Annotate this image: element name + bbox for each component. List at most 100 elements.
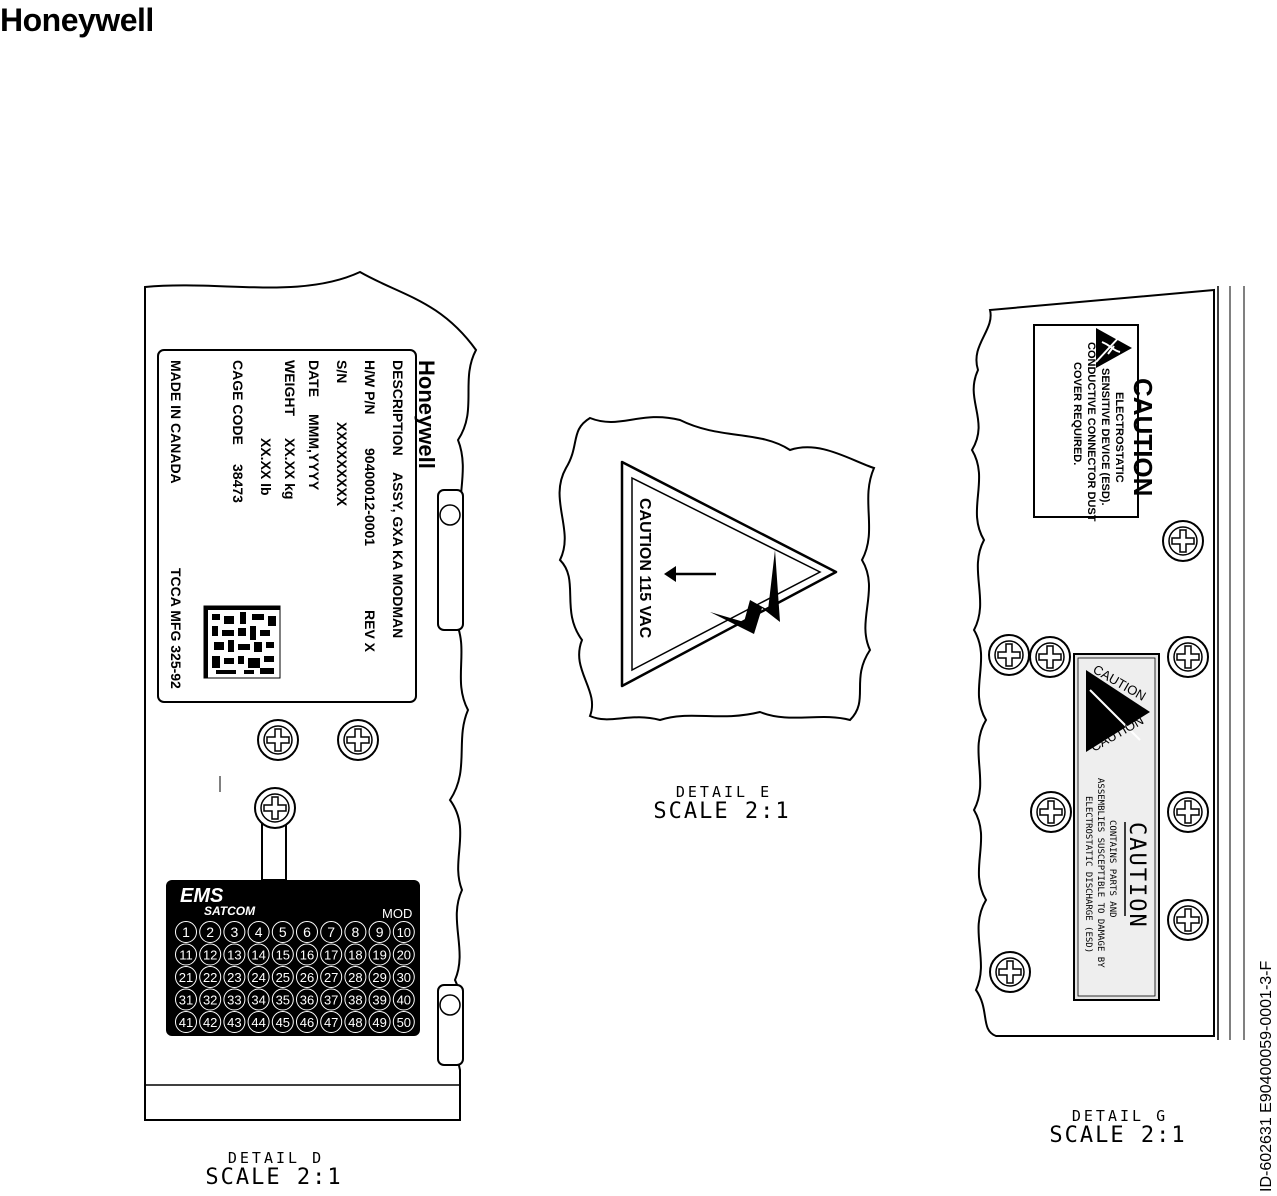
mod-number: 46 (300, 1015, 314, 1030)
mod-number: 35 (276, 993, 290, 1008)
mod-number: 30 (397, 970, 411, 985)
detail-d-caption: DETAIL D (228, 1149, 324, 1167)
mod-number: 22 (203, 970, 217, 985)
mod-number-circle (223, 921, 246, 943)
mod-number-circle (320, 943, 343, 966)
mod-number-circle (271, 1011, 294, 1033)
mod-number: 1 (182, 924, 190, 940)
mod-number-circle (296, 1011, 318, 1033)
label-row-value: MMM,YYYY (306, 414, 322, 491)
mod-number: 49 (372, 1015, 386, 1030)
mod-number-circle (296, 943, 318, 966)
mod-number-circle (392, 921, 415, 943)
mod-number-circle (344, 943, 367, 966)
mod-number: 2 (206, 924, 214, 940)
label2-line: ASSEMBLIES SUSCEPTIBLE TO DAMAGE BY (1095, 778, 1105, 968)
mod-number-circle (368, 988, 391, 1011)
mod-number-circle (368, 921, 391, 943)
mod-number-circle (247, 988, 270, 1011)
mod-number: 41 (179, 1015, 193, 1030)
screw-icon (1162, 520, 1204, 562)
mod-number: 28 (348, 970, 362, 985)
mod-number: 39 (372, 993, 386, 1008)
mod-number: 16 (300, 948, 314, 963)
mod-number: 10 (397, 925, 411, 940)
mod-number: 5 (279, 924, 287, 940)
mod-number: 37 (324, 993, 338, 1008)
mod-number-circle (368, 966, 391, 988)
mod-number: 48 (348, 1015, 362, 1030)
label1-line: CONDUCTIVE CONNECTOR DUST (1085, 342, 1097, 522)
mod-number: 4 (255, 924, 263, 940)
screw-icon (1030, 791, 1072, 833)
mod-plate-sub: SATCOM (204, 904, 256, 918)
mod-number-circle (392, 943, 415, 966)
label-row-key: CAGE CODE (230, 360, 246, 445)
label-row-value: ASSY, GXA KA MODMAN (390, 472, 406, 638)
label2-title: CAUTION (1124, 822, 1149, 929)
label-row-key: WEIGHT (282, 360, 298, 416)
mod-number: 19 (372, 948, 386, 963)
mod-number-circle (199, 988, 222, 1011)
label-tcca: TCCA MFG 325-92 (168, 568, 184, 689)
figure-id: ID-602631 E90400059-0001-3-F (1258, 961, 1275, 1193)
mod-number-circle (320, 966, 343, 988)
screw-icon (1029, 636, 1071, 678)
mod-number-circle (247, 966, 270, 988)
mod-number-circle (247, 1011, 270, 1033)
mod-number-circle (223, 966, 246, 988)
mod-number-circle (344, 988, 367, 1011)
mod-number: 29 (372, 970, 386, 985)
label1-title: CAUTION (1128, 378, 1158, 496)
mod-number-circle (320, 988, 343, 1011)
detail-g-caption: DETAIL G (1072, 1107, 1168, 1125)
mod-number-circle (271, 988, 294, 1011)
label-row-key: DATE (306, 360, 322, 397)
screw-icon (988, 634, 1030, 676)
screw-icon (257, 719, 299, 761)
mod-number-circle (175, 943, 197, 966)
label-row-value: 38473 (230, 464, 246, 503)
screw-icon (1167, 791, 1209, 833)
label-row-key: H/W P/N (362, 360, 378, 414)
mod-number: 33 (227, 993, 241, 1008)
detail-g-scale: SCALE 2:1 (1049, 1123, 1186, 1148)
mod-number-circle (199, 966, 222, 988)
mod-number-circle (344, 921, 367, 943)
mod-number: 20 (397, 948, 411, 963)
mod-number: 25 (276, 970, 290, 985)
mod-number-circle (368, 1011, 391, 1033)
mod-number-circle (199, 1011, 222, 1033)
label1-line: COVER REQUIRED. (1071, 362, 1083, 465)
mod-number: 26 (300, 970, 314, 985)
mod-number: 40 (397, 993, 411, 1008)
detail-e-caption: DETAIL E (676, 783, 772, 801)
mod-number: 18 (348, 948, 362, 963)
mod-number: 23 (227, 970, 241, 985)
screw-icon (1167, 636, 1209, 678)
mod-number: 15 (276, 948, 290, 963)
mod-number-circle (199, 921, 222, 943)
mod-number: 42 (203, 1015, 217, 1030)
mod-number-circle (199, 943, 222, 966)
mod-plate-title: MOD (382, 906, 412, 921)
label2-line: CONTAINS PARTS AND (1107, 820, 1117, 918)
label1-line: SENSITIVE DEVICE (ESD). (1099, 368, 1111, 506)
mod-number: 45 (276, 1015, 290, 1030)
mod-number: 3 (231, 924, 239, 940)
mod-number: 13 (227, 948, 241, 963)
mod-number: 12 (203, 948, 217, 963)
label-row-value: 90400012-0001 (362, 448, 378, 546)
label-brand: Honeywell (414, 360, 439, 469)
mod-number: 8 (352, 924, 360, 940)
mod-number: 11 (179, 948, 193, 963)
mod-number-circle (368, 943, 391, 966)
mod-number-circle (223, 1011, 246, 1033)
screw-icon (1167, 899, 1209, 941)
mod-number: 47 (324, 1015, 338, 1030)
mod-number-circle (223, 943, 246, 966)
mod-number-circle (320, 921, 343, 943)
mod-number: 17 (324, 948, 338, 963)
